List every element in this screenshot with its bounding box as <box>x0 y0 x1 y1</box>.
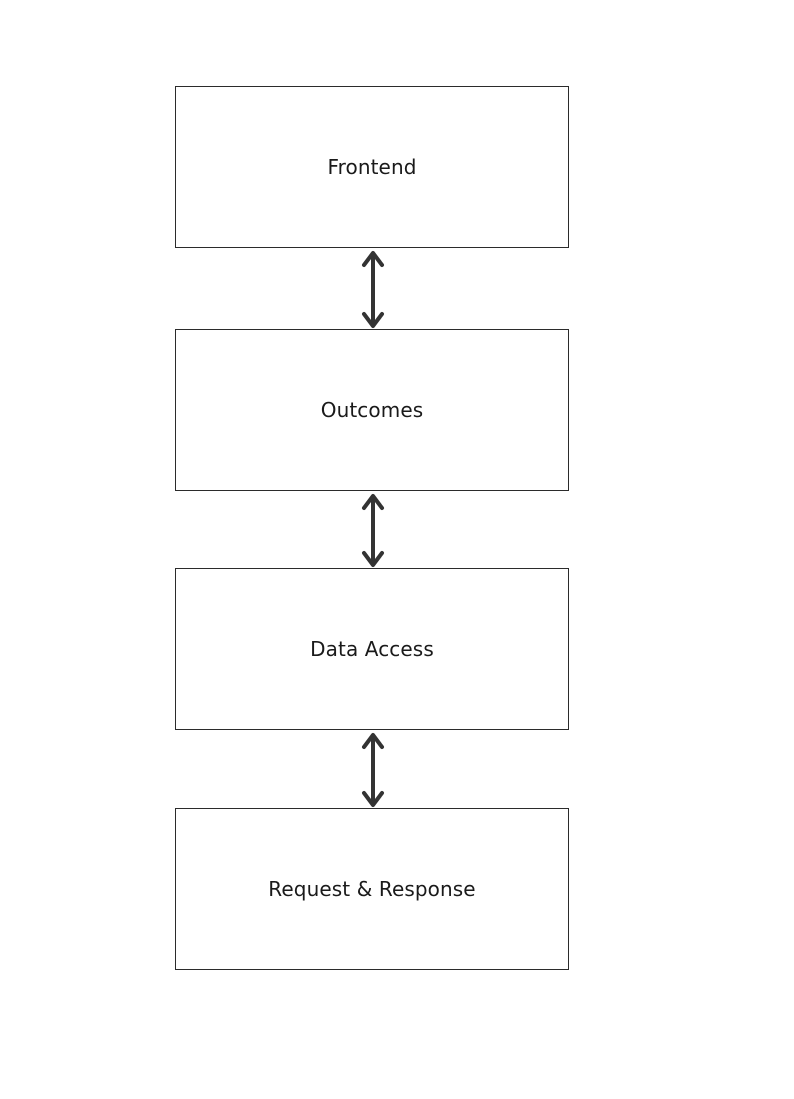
layer-label-data-access: Data Access <box>310 637 434 661</box>
arrowhead-up-icon <box>362 733 384 749</box>
layer-box-data-access: Data Access <box>175 568 569 730</box>
layer-label-request-response: Request & Response <box>268 877 476 901</box>
layer-box-frontend: Frontend <box>175 86 569 248</box>
arrowhead-down-icon <box>362 551 384 567</box>
arrowhead-down-icon <box>362 791 384 807</box>
arrowhead-up-icon <box>362 494 384 510</box>
connector-outcomes-data-access <box>362 494 384 567</box>
connector-frontend-outcomes <box>362 251 384 328</box>
arrowhead-down-icon <box>362 312 384 328</box>
layer-box-outcomes: Outcomes <box>175 329 569 491</box>
connector-data-access-request-response <box>362 733 384 807</box>
arrowhead-up-icon <box>362 251 384 267</box>
layer-label-frontend: Frontend <box>327 155 417 179</box>
layer-box-request-response: Request & Response <box>175 808 569 970</box>
layer-label-outcomes: Outcomes <box>320 398 424 422</box>
